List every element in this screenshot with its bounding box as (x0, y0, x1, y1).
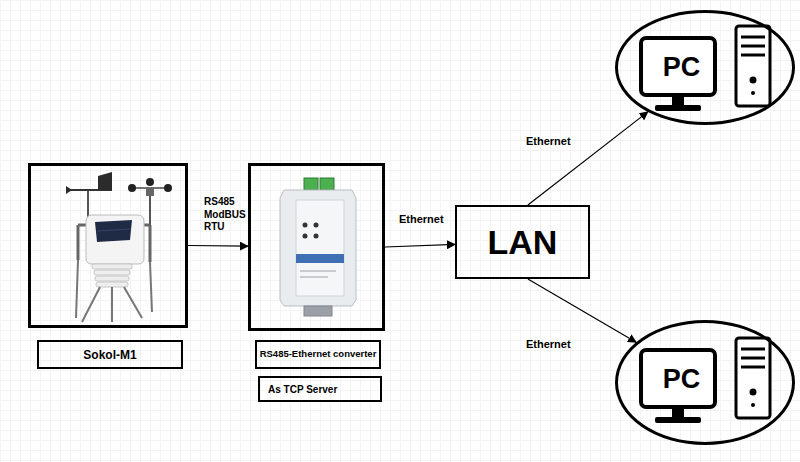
arrow-connector (385, 244, 455, 247)
pc-icon (641, 26, 770, 111)
arrow-connector (528, 279, 636, 342)
mode-caption: As TCP Server (258, 376, 382, 402)
weather-station-drawing (66, 172, 172, 322)
edge-label: RS485 ModBUS RTU (204, 196, 246, 234)
edge-label: Ethernet (526, 338, 582, 350)
pc-circle: PC (615, 320, 795, 445)
lan-label: LAN (457, 207, 588, 277)
lan-box: LAN (455, 205, 590, 279)
device-caption: Sokol-M1 (37, 340, 183, 369)
pc-icon (641, 338, 770, 423)
arrow-connector (528, 112, 648, 205)
pc-label: PC (645, 352, 718, 406)
arrow-connector (188, 245, 248, 247)
device-frame: Sokol-M1 (28, 163, 188, 328)
edge-label: Ethernet (399, 213, 455, 225)
converter-frame: RS485-Ethernet converterAs TCP Server (248, 163, 385, 331)
pc-label: PC (645, 40, 718, 94)
pc-circle: PC (615, 10, 795, 125)
converter-drawing (280, 178, 356, 316)
edge-label: Ethernet (526, 135, 582, 147)
converter-caption: RS485-Ethernet converter (255, 340, 381, 369)
